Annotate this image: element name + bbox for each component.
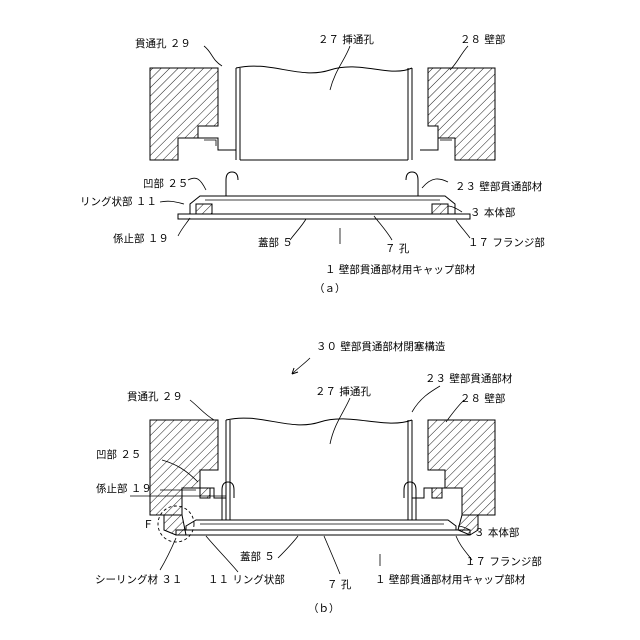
label-body-a: ３ 本体部 xyxy=(470,206,515,219)
lid-a xyxy=(178,214,470,219)
caption-a: （ａ） xyxy=(314,283,346,295)
figure-a: 貫通孔 ２９ ２７ 挿通孔 ２８ 壁部 凹部 ２５ ２３ 壁部貫通部材 リング状… xyxy=(80,33,545,295)
label-through-hole-b: 貫通孔 ２９ xyxy=(127,390,183,403)
label-wall-a: ２８ 壁部 xyxy=(460,33,505,46)
label-lid-a: 蓋部 ５ xyxy=(258,236,293,249)
ring-body-b xyxy=(186,520,456,530)
label-cap-member-b: １ 壁部貫通部材用キャップ部材 xyxy=(375,573,526,586)
caption-b: （ｂ） xyxy=(308,603,340,615)
wall-right-b xyxy=(428,420,495,515)
sealing-left-b xyxy=(164,515,186,535)
label-flange-a: １７ フランジ部 xyxy=(468,236,545,249)
label-wall-b: ２８ 壁部 xyxy=(460,392,505,405)
hook-left-b xyxy=(222,482,234,520)
label-insertion-hole-b: ２７ 挿通孔 xyxy=(315,385,371,398)
label-recess-a: 凹部 ２５ xyxy=(143,177,188,190)
hook-right-b xyxy=(404,482,416,520)
wall-left-a xyxy=(150,68,218,160)
pipe-top-wave-a xyxy=(236,66,412,73)
label-recess-b: 凹部 ２５ xyxy=(96,448,141,461)
label-stop-a: 係止部 １９ xyxy=(113,232,169,245)
label-flange-b: １７ フランジ部 xyxy=(465,555,542,568)
label-lid-b: 蓋部 ５ xyxy=(240,550,275,563)
lid-b xyxy=(176,530,470,535)
label-insertion-hole-a: ２７ 挿通孔 xyxy=(318,33,374,46)
label-sealing-b: シーリング材 ３１ xyxy=(95,573,182,586)
ring-body-a xyxy=(190,196,455,214)
hook-left-a xyxy=(226,172,238,196)
label-ring-a: リング状部 １１ xyxy=(80,195,157,208)
figure-b: ３０ 壁部貫通部材閉塞構造 xyxy=(95,340,542,615)
label-through-hole-a: 貫通孔 ２９ xyxy=(135,37,191,50)
label-cap-member-a: １ 壁部貫通部材用キャップ部材 xyxy=(325,263,476,276)
wall-left-b xyxy=(150,420,218,515)
hook-right-a xyxy=(406,172,418,196)
label-body-b: ３ 本体部 xyxy=(474,526,519,539)
label-hole-b: ７ 孔 xyxy=(327,578,352,591)
label-ring-b: １１ リング状部 xyxy=(208,573,285,586)
label-wall-member-a: ２３ 壁部貫通部材 xyxy=(455,180,543,193)
pipe-top-wave-b xyxy=(226,418,412,425)
label-wall-member-b: ２３ 壁部貫通部材 xyxy=(425,372,513,385)
title-b: ３０ 壁部貫通部材閉塞構造 xyxy=(316,340,446,353)
label-f-mark: Ｆ xyxy=(143,519,154,531)
label-hole-a: ７ 孔 xyxy=(385,242,410,255)
label-stop-b: 係止部 １９ xyxy=(96,482,152,495)
